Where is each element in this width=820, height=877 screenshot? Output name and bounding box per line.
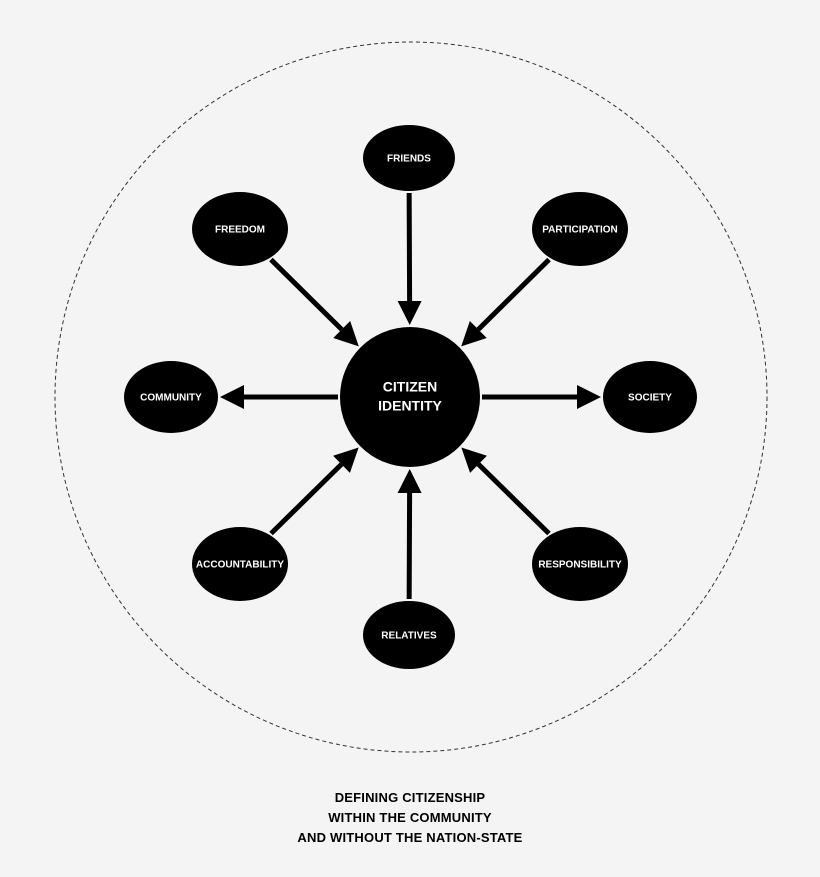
node-freedom: FREEDOM [192, 192, 288, 266]
center-node: CITIZEN IDENTITY [340, 327, 480, 467]
arrow-shaft-responsibility [476, 462, 551, 536]
center-label-line2: IDENTITY [378, 398, 442, 414]
center-label-line1: CITIZEN [383, 379, 437, 395]
node-accountability: ACCOUNTABILITY [192, 527, 288, 601]
caption-line-3: AND WITHOUT THE NATION-STATE [297, 830, 523, 845]
arrow-head-community [220, 385, 244, 409]
node-accountability-label: ACCOUNTABILITY [196, 560, 284, 571]
node-responsibility: RESPONSIBILITY [532, 527, 628, 601]
node-relatives-shape [363, 601, 455, 669]
arrow-head-friends [397, 300, 422, 326]
arrow-head-freedom [333, 320, 359, 347]
node-responsibility-label: RESPONSIBILITY [538, 560, 622, 571]
node-relatives-label: RELATIVES [381, 631, 437, 642]
node-freedom-shape [192, 192, 288, 266]
node-society-label: SOCIETY [628, 393, 672, 404]
arrow-shaft-participation [476, 257, 551, 332]
arrow-head-society [577, 385, 601, 409]
node-responsibility-shape [532, 527, 628, 601]
outer-nodes-group: FRIENDS PARTICIPATION SOCIETY RESPONSIBILIT… [124, 125, 697, 669]
node-participation-shape [532, 192, 628, 266]
node-community: COMMUNITY [124, 361, 218, 433]
node-friends-label: FRIENDS [387, 154, 431, 165]
node-participation-label: PARTICIPATION [542, 225, 618, 236]
node-friends: FRIENDS [363, 125, 455, 191]
arrow-head-participation [461, 320, 487, 347]
diagram-caption: DEFINING CITIZENSHIP WITHIN THE COMMUNIT… [0, 788, 820, 848]
arrow-head-accountability [333, 447, 359, 473]
node-society: SOCIETY [603, 361, 697, 433]
dashed-boundary-circle [54, 41, 768, 753]
node-relatives: RELATIVES [363, 601, 455, 669]
arrow-head-relatives [397, 468, 422, 494]
arrow-shaft-freedom [269, 257, 344, 332]
node-community-label: COMMUNITY [140, 393, 202, 404]
node-participation: PARTICIPATION [532, 192, 628, 266]
node-community-shape [124, 361, 218, 433]
node-friends-shape [363, 125, 455, 191]
caption-line-2: WITHIN THE COMMUNITY [328, 810, 492, 825]
caption-line-1: DEFINING CITIZENSHIP [334, 790, 486, 805]
center-node-circle [340, 327, 480, 467]
node-accountability-shape [192, 527, 288, 601]
node-society-shape [603, 361, 697, 433]
arrows-group [220, 192, 601, 600]
arrow-shaft-accountability [269, 462, 344, 536]
node-freedom-label: FREEDOM [215, 225, 265, 236]
arrow-head-responsibility [461, 447, 487, 473]
